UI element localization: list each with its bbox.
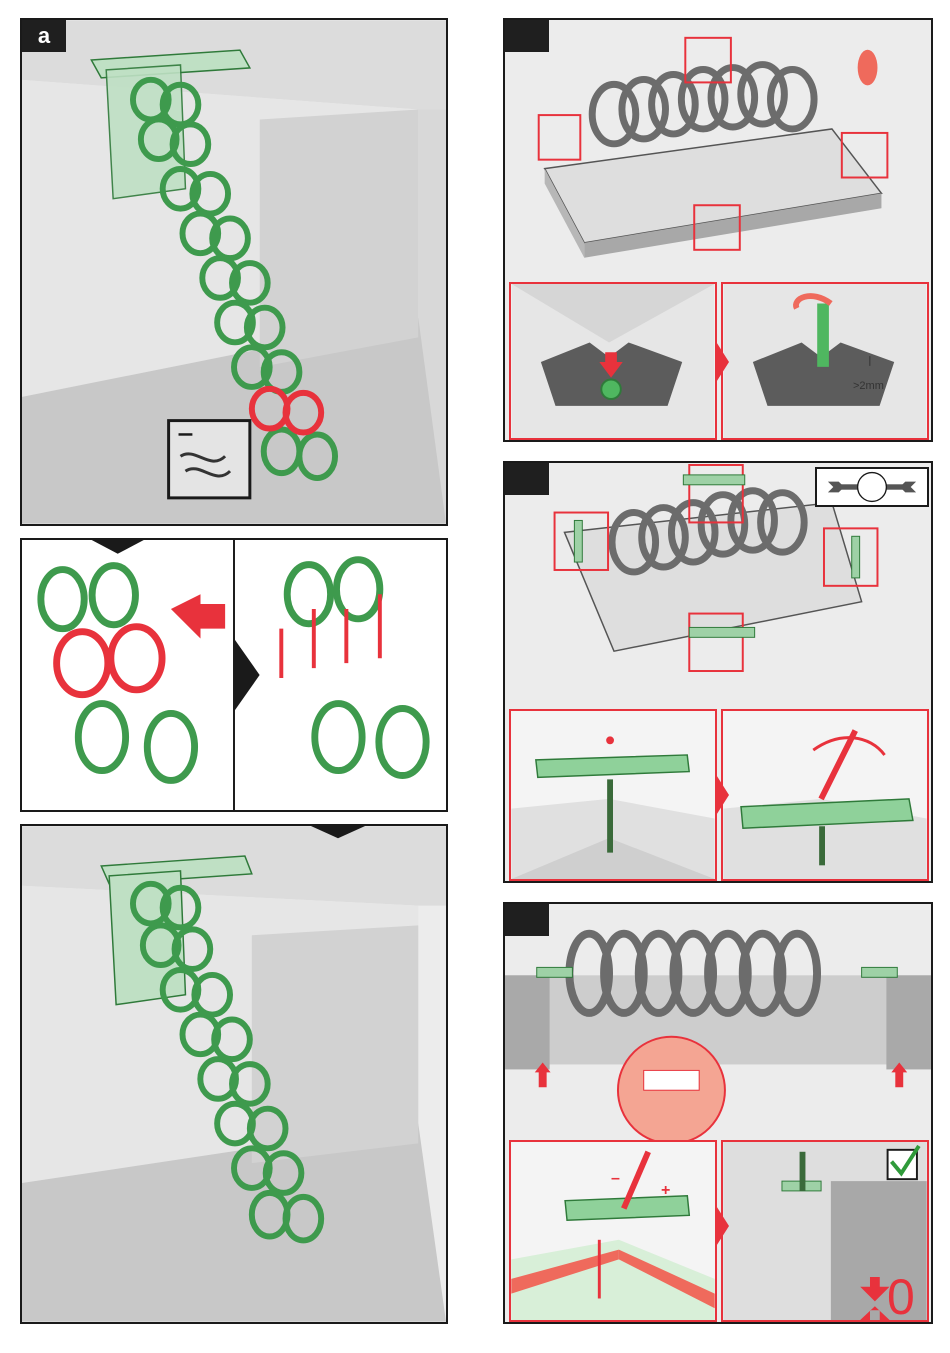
room-illustration: [22, 20, 446, 524]
wrench-icon: [815, 467, 929, 507]
level-icon: [644, 1070, 699, 1090]
arrow-right-icon: [171, 594, 225, 638]
step-3-detail-after: [721, 709, 929, 881]
plus-sign: +: [661, 1182, 670, 1200]
panel-step-2: >2mm: [503, 18, 933, 442]
step-badge-a: a: [22, 20, 66, 52]
step-badge-3: [505, 463, 549, 495]
panel-step-3: [503, 461, 933, 883]
step-2-detail-after: >2mm: [721, 282, 929, 440]
panel-a-ladder-before: a: [20, 18, 448, 526]
panel-step-4: – + 0: [503, 902, 933, 1324]
zero-gap-label: 0: [887, 1268, 915, 1322]
panel-a-disassembly: [20, 538, 448, 812]
disassembly-illustration: [22, 540, 446, 810]
step-2-detail-before: [509, 282, 717, 440]
step-badge-2: [505, 20, 549, 52]
gap-label: >2mm: [853, 380, 884, 392]
panel-a-ladder-after: [20, 824, 448, 1324]
room-illustration-after: [22, 826, 446, 1322]
step-4-detail-level: – +: [509, 1140, 717, 1322]
minus-sign: –: [611, 1170, 620, 1188]
step-3-detail-before: [509, 709, 717, 881]
step-4-detail-flush: 0: [721, 1140, 929, 1322]
step-badge-4: [505, 904, 549, 936]
